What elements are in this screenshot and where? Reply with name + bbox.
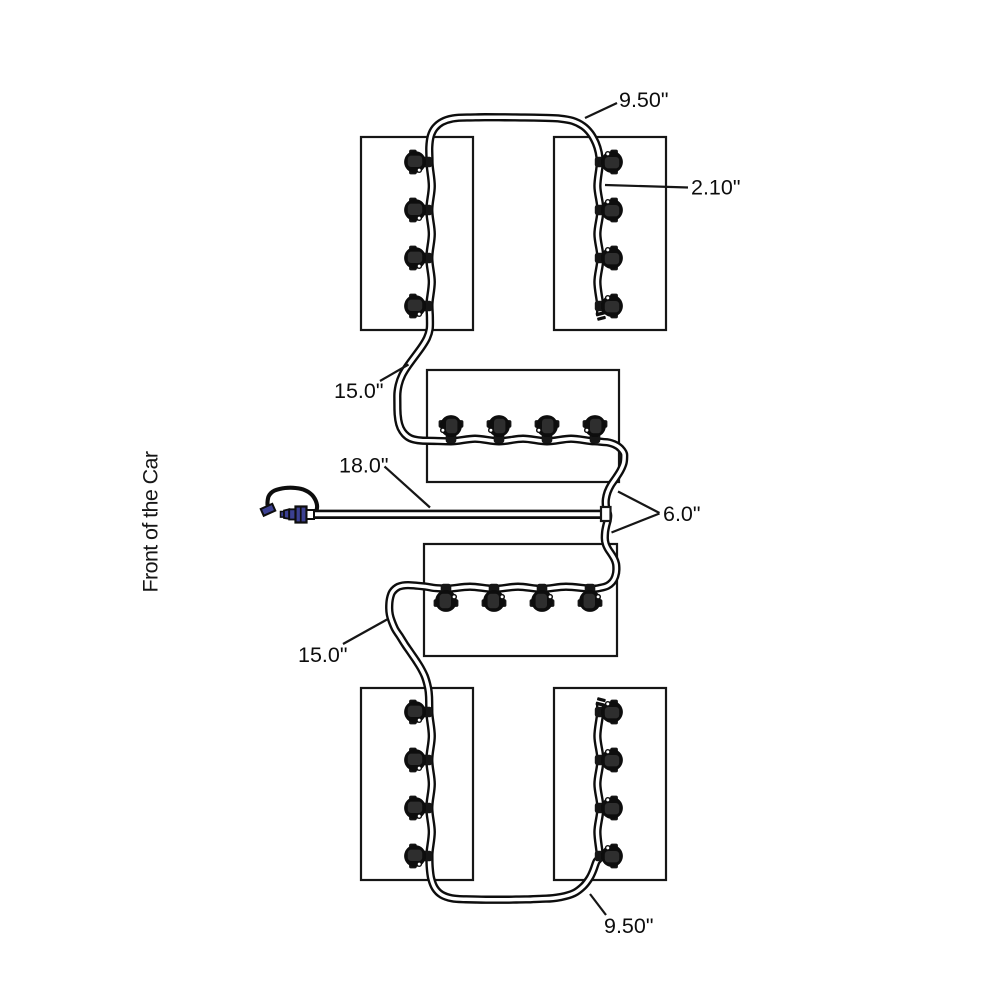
svg-text:Front of the Car: Front of the Car [139,451,163,592]
svg-text:2.10": 2.10" [691,176,740,200]
svg-text:15.0": 15.0" [334,379,383,403]
svg-text:9.50": 9.50" [619,88,668,112]
svg-text:15.0": 15.0" [298,643,347,667]
svg-text:9.50": 9.50" [604,914,653,938]
svg-text:6.0": 6.0" [663,502,701,526]
svg-text:18.0": 18.0" [339,453,388,477]
